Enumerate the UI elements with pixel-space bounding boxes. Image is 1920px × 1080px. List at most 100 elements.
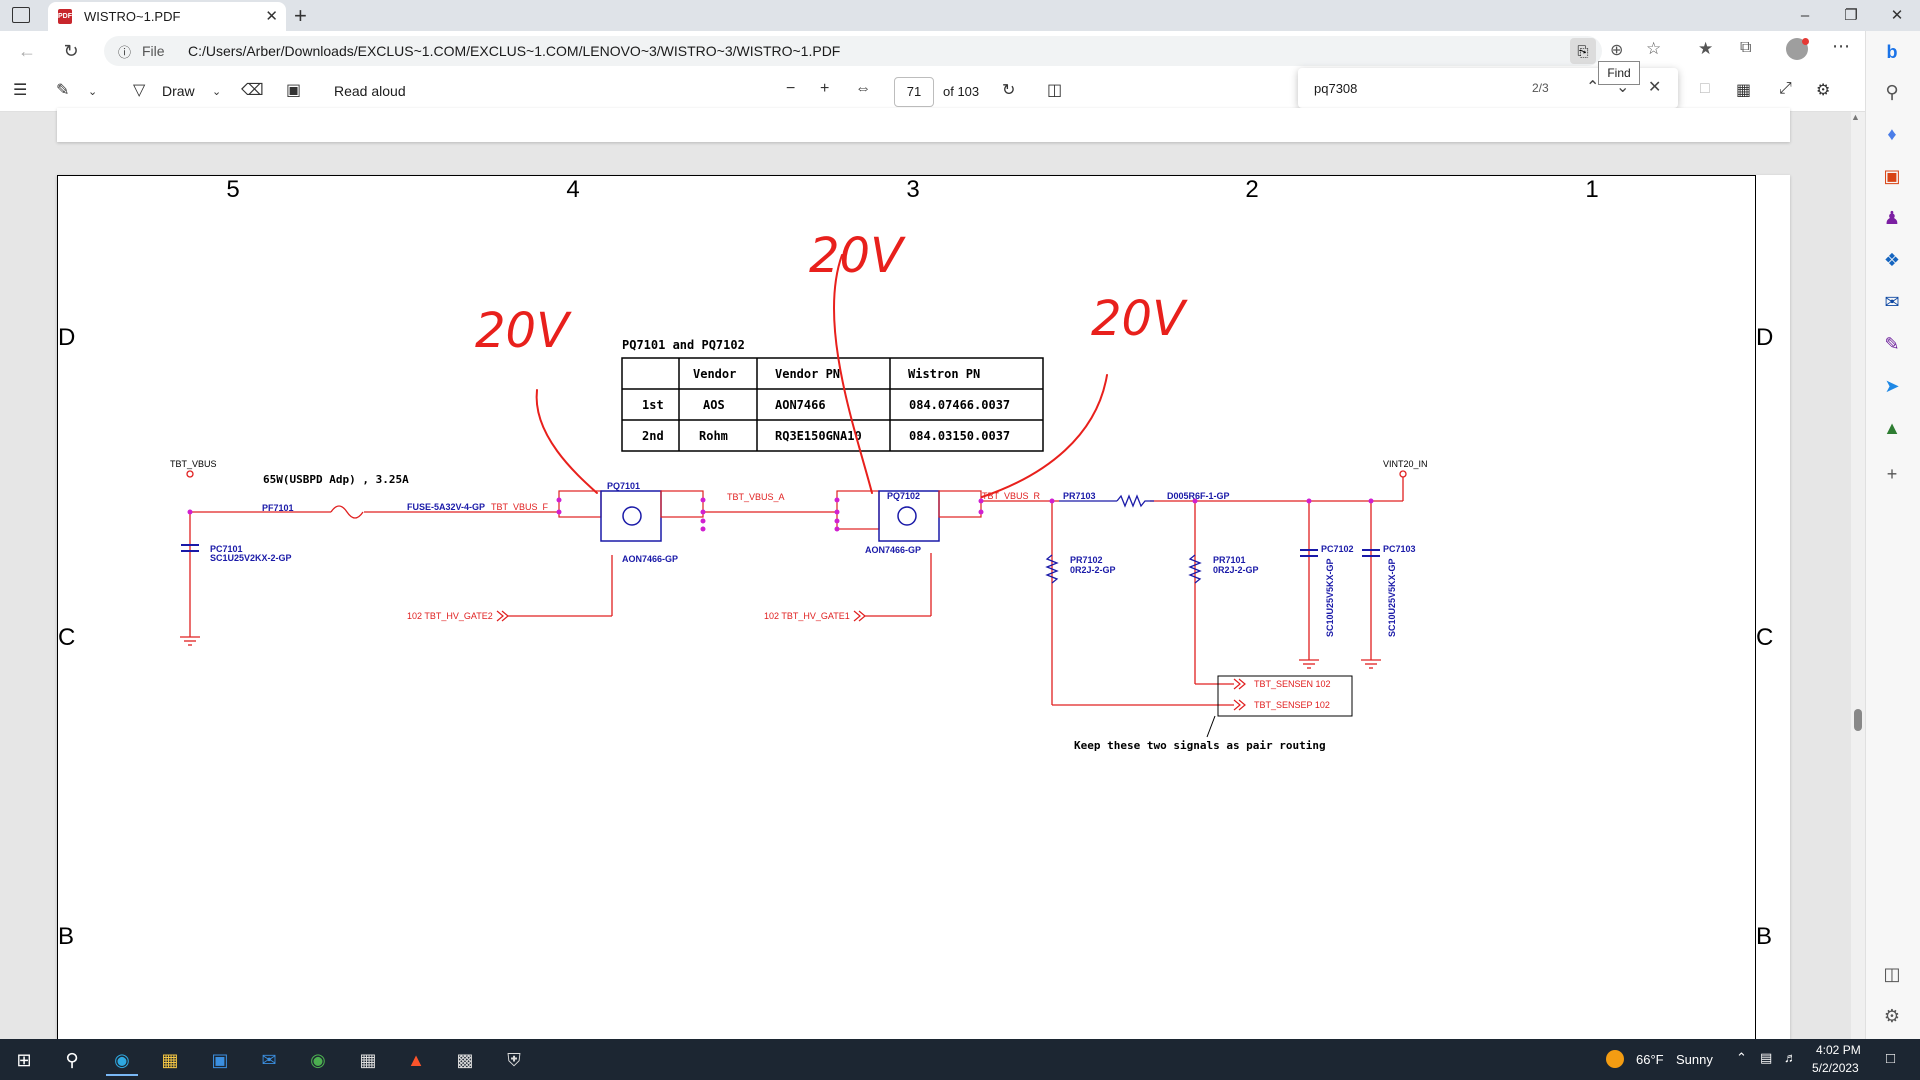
toolbox-icon[interactable]: ▣ — [1883, 166, 1901, 186]
minimize-button[interactable]: – — [1800, 7, 1810, 24]
label-sensep: TBT_SENSEP 102 — [1254, 700, 1330, 710]
rotate-icon[interactable]: ↻ — [1002, 82, 1016, 99]
sidebar-settings-icon[interactable]: ⚙ — [1883, 1006, 1901, 1026]
fit-page-icon[interactable]: ⇔ — [855, 80, 871, 97]
zone-col-5: 5 — [226, 176, 239, 203]
restore-button[interactable]: ❐ — [1844, 7, 1858, 24]
find-close-icon[interactable]: ✕ — [1648, 79, 1662, 96]
read-aloud-button[interactable]: Read aloud — [334, 83, 406, 99]
zoom-out-icon[interactable]: − — [786, 80, 796, 97]
text-box-icon[interactable]: ▣ — [286, 82, 302, 99]
edge-taskbar-icon[interactable]: ◉ — [106, 1046, 138, 1076]
store-icon[interactable]: ▣ — [211, 1050, 229, 1070]
label-tbt-vbus-a: TBT_VBUS_A — [727, 492, 785, 502]
split-screen-icon[interactable]: ◫ — [1883, 964, 1901, 984]
draw-dropdown-icon[interactable]: ⌄ — [212, 86, 222, 98]
terminal-icon[interactable]: ▩ — [456, 1050, 474, 1070]
page-view-icon[interactable]: ◫ — [1047, 82, 1063, 99]
notifications-icon[interactable]: □ — [1886, 1050, 1896, 1067]
brave-icon[interactable]: ▲ — [407, 1050, 425, 1070]
tab-close-icon[interactable]: ✕ — [265, 8, 278, 25]
label-vint20-in: VINT20_IN — [1383, 459, 1428, 469]
outlook-icon[interactable]: ✉ — [1884, 292, 1900, 312]
highlight-icon[interactable]: ✎ — [56, 82, 70, 99]
label-pr7101-pn: 0R2J-2-GP — [1213, 565, 1259, 575]
file-explorer-icon[interactable]: ▦ — [161, 1050, 179, 1070]
save-icon[interactable]: □ — [1700, 80, 1710, 97]
page-number-input[interactable]: 71 — [894, 77, 934, 107]
find-on-page-icon[interactable]: ⎘ — [1570, 38, 1596, 64]
draw-button[interactable]: Draw — [162, 83, 195, 99]
collections-icon[interactable]: ⧉ — [1740, 39, 1752, 56]
tab-actions-icon[interactable] — [12, 7, 30, 23]
find-previous-icon[interactable]: ⌃ — [1586, 79, 1600, 96]
contents-icon[interactable]: ☰ — [13, 82, 28, 99]
mail-icon[interactable]: ✉ — [261, 1050, 277, 1070]
vertical-scrollbar[interactable]: ▲ — [1851, 112, 1865, 1039]
bing-chat-icon[interactable]: b — [1886, 42, 1898, 62]
zone-row-c-left: C — [58, 624, 75, 651]
eraser-icon[interactable]: ⌫ — [241, 82, 264, 99]
refresh-button[interactable]: ↻ — [63, 41, 79, 61]
office-icon[interactable]: ❖ — [1883, 250, 1901, 270]
zoom-icon[interactable]: ⊕ — [1610, 42, 1624, 59]
taskbar-search-icon[interactable]: ⚲ — [65, 1050, 79, 1070]
label-gate1: 102 TBT_HV_GATE1 — [764, 611, 850, 621]
gate1-arrow — [853, 610, 866, 622]
designer-icon[interactable]: ✎ — [1884, 334, 1900, 354]
table-header-vendor-pn: Vendor PN — [775, 367, 840, 381]
page-total: of 103 — [943, 84, 980, 99]
zoom-in-icon[interactable]: + — [820, 80, 830, 97]
volume-icon[interactable]: ♬ — [1784, 1050, 1797, 1065]
show-hidden-icons[interactable]: ⌃ — [1736, 1050, 1747, 1065]
close-window-button[interactable]: ✕ — [1890, 7, 1904, 24]
find-input[interactable]: pq7308 — [1314, 81, 1358, 96]
tab-wistro-pdf[interactable]: PDF WISTRO~1.PDF ✕ — [48, 2, 286, 31]
security-shield-icon[interactable]: ⛨ — [507, 1050, 521, 1070]
scrollbar-thumb[interactable] — [1854, 709, 1862, 731]
table-cell: RQ3E150GNA10 — [775, 429, 862, 443]
label-power-note: 65W(USBPD Adp) , 3.25A — [263, 473, 409, 486]
send-icon[interactable]: ➤ — [1884, 376, 1900, 396]
app-icon[interactable]: ▦ — [359, 1050, 377, 1070]
annotation-line-3 — [981, 374, 1108, 498]
chrome-icon[interactable]: ◉ — [310, 1050, 326, 1070]
network-icon[interactable]: ▤ — [1760, 1050, 1773, 1065]
highlight-dropdown-icon[interactable]: ⌄ — [88, 86, 98, 98]
scroll-up-icon[interactable]: ▲ — [1851, 112, 1860, 122]
pdf-page-previous — [57, 108, 1790, 142]
settings-gear-icon[interactable]: ⚙ — [1816, 82, 1831, 99]
info-icon[interactable]: ⓘ — [118, 45, 132, 60]
favorite-add-icon[interactable]: ☆ — [1646, 39, 1662, 58]
save-as-icon[interactable]: ▦ — [1736, 82, 1752, 99]
favorites-icon[interactable]: ★ — [1698, 39, 1714, 58]
scheme-label: File — [142, 43, 165, 59]
new-tab-button[interactable]: + — [294, 3, 307, 28]
tree-icon[interactable]: ▲ — [1883, 418, 1901, 438]
start-windows-icon[interactable]: ⊞ — [16, 1050, 32, 1070]
label-tbt-vbus-f: TBT_VBUS_F — [491, 502, 549, 512]
notification-dot-icon — [1802, 38, 1809, 45]
label-pr7102-pn: 0R2J-2-GP — [1070, 565, 1116, 575]
games-icon[interactable]: ♟ — [1883, 208, 1901, 228]
schematic-border — [57, 175, 1756, 1039]
weather-sun-icon[interactable] — [1606, 1050, 1624, 1068]
tag-icon[interactable]: ♦ — [1887, 124, 1897, 144]
label-pq7101: PQ7101 — [607, 481, 640, 491]
draw-icon[interactable]: ▽ — [133, 82, 146, 99]
url-text[interactable]: C:/Users/Arber/Downloads/EXCLUS~1.COM/EX… — [188, 43, 841, 59]
annotation-line-2 — [833, 254, 873, 494]
clock-date[interactable]: 5/2/2023 — [1812, 1061, 1859, 1075]
weather-condition[interactable]: Sunny — [1676, 1052, 1713, 1067]
vendor-table — [621, 357, 1044, 452]
label-pc7103-pn: SC10U25V5KX-GP — [1387, 558, 1397, 637]
fullscreen-icon[interactable]: ⤢ — [1779, 80, 1792, 97]
back-button[interactable]: ← — [18, 41, 36, 61]
label-pr7102: PR7102 — [1070, 555, 1103, 565]
add-sidebar-app-icon[interactable]: + — [1886, 464, 1898, 484]
weather-temperature[interactable]: 66°F — [1636, 1052, 1664, 1067]
clock-time[interactable]: 4:02 PM — [1816, 1043, 1861, 1057]
search-icon[interactable]: ⚲ — [1885, 82, 1899, 102]
more-menu-icon[interactable]: ⋯ — [1832, 36, 1850, 56]
address-bar[interactable]: ⓘ File C:/Users/Arber/Downloads/EXCLUS~1… — [104, 36, 1602, 66]
